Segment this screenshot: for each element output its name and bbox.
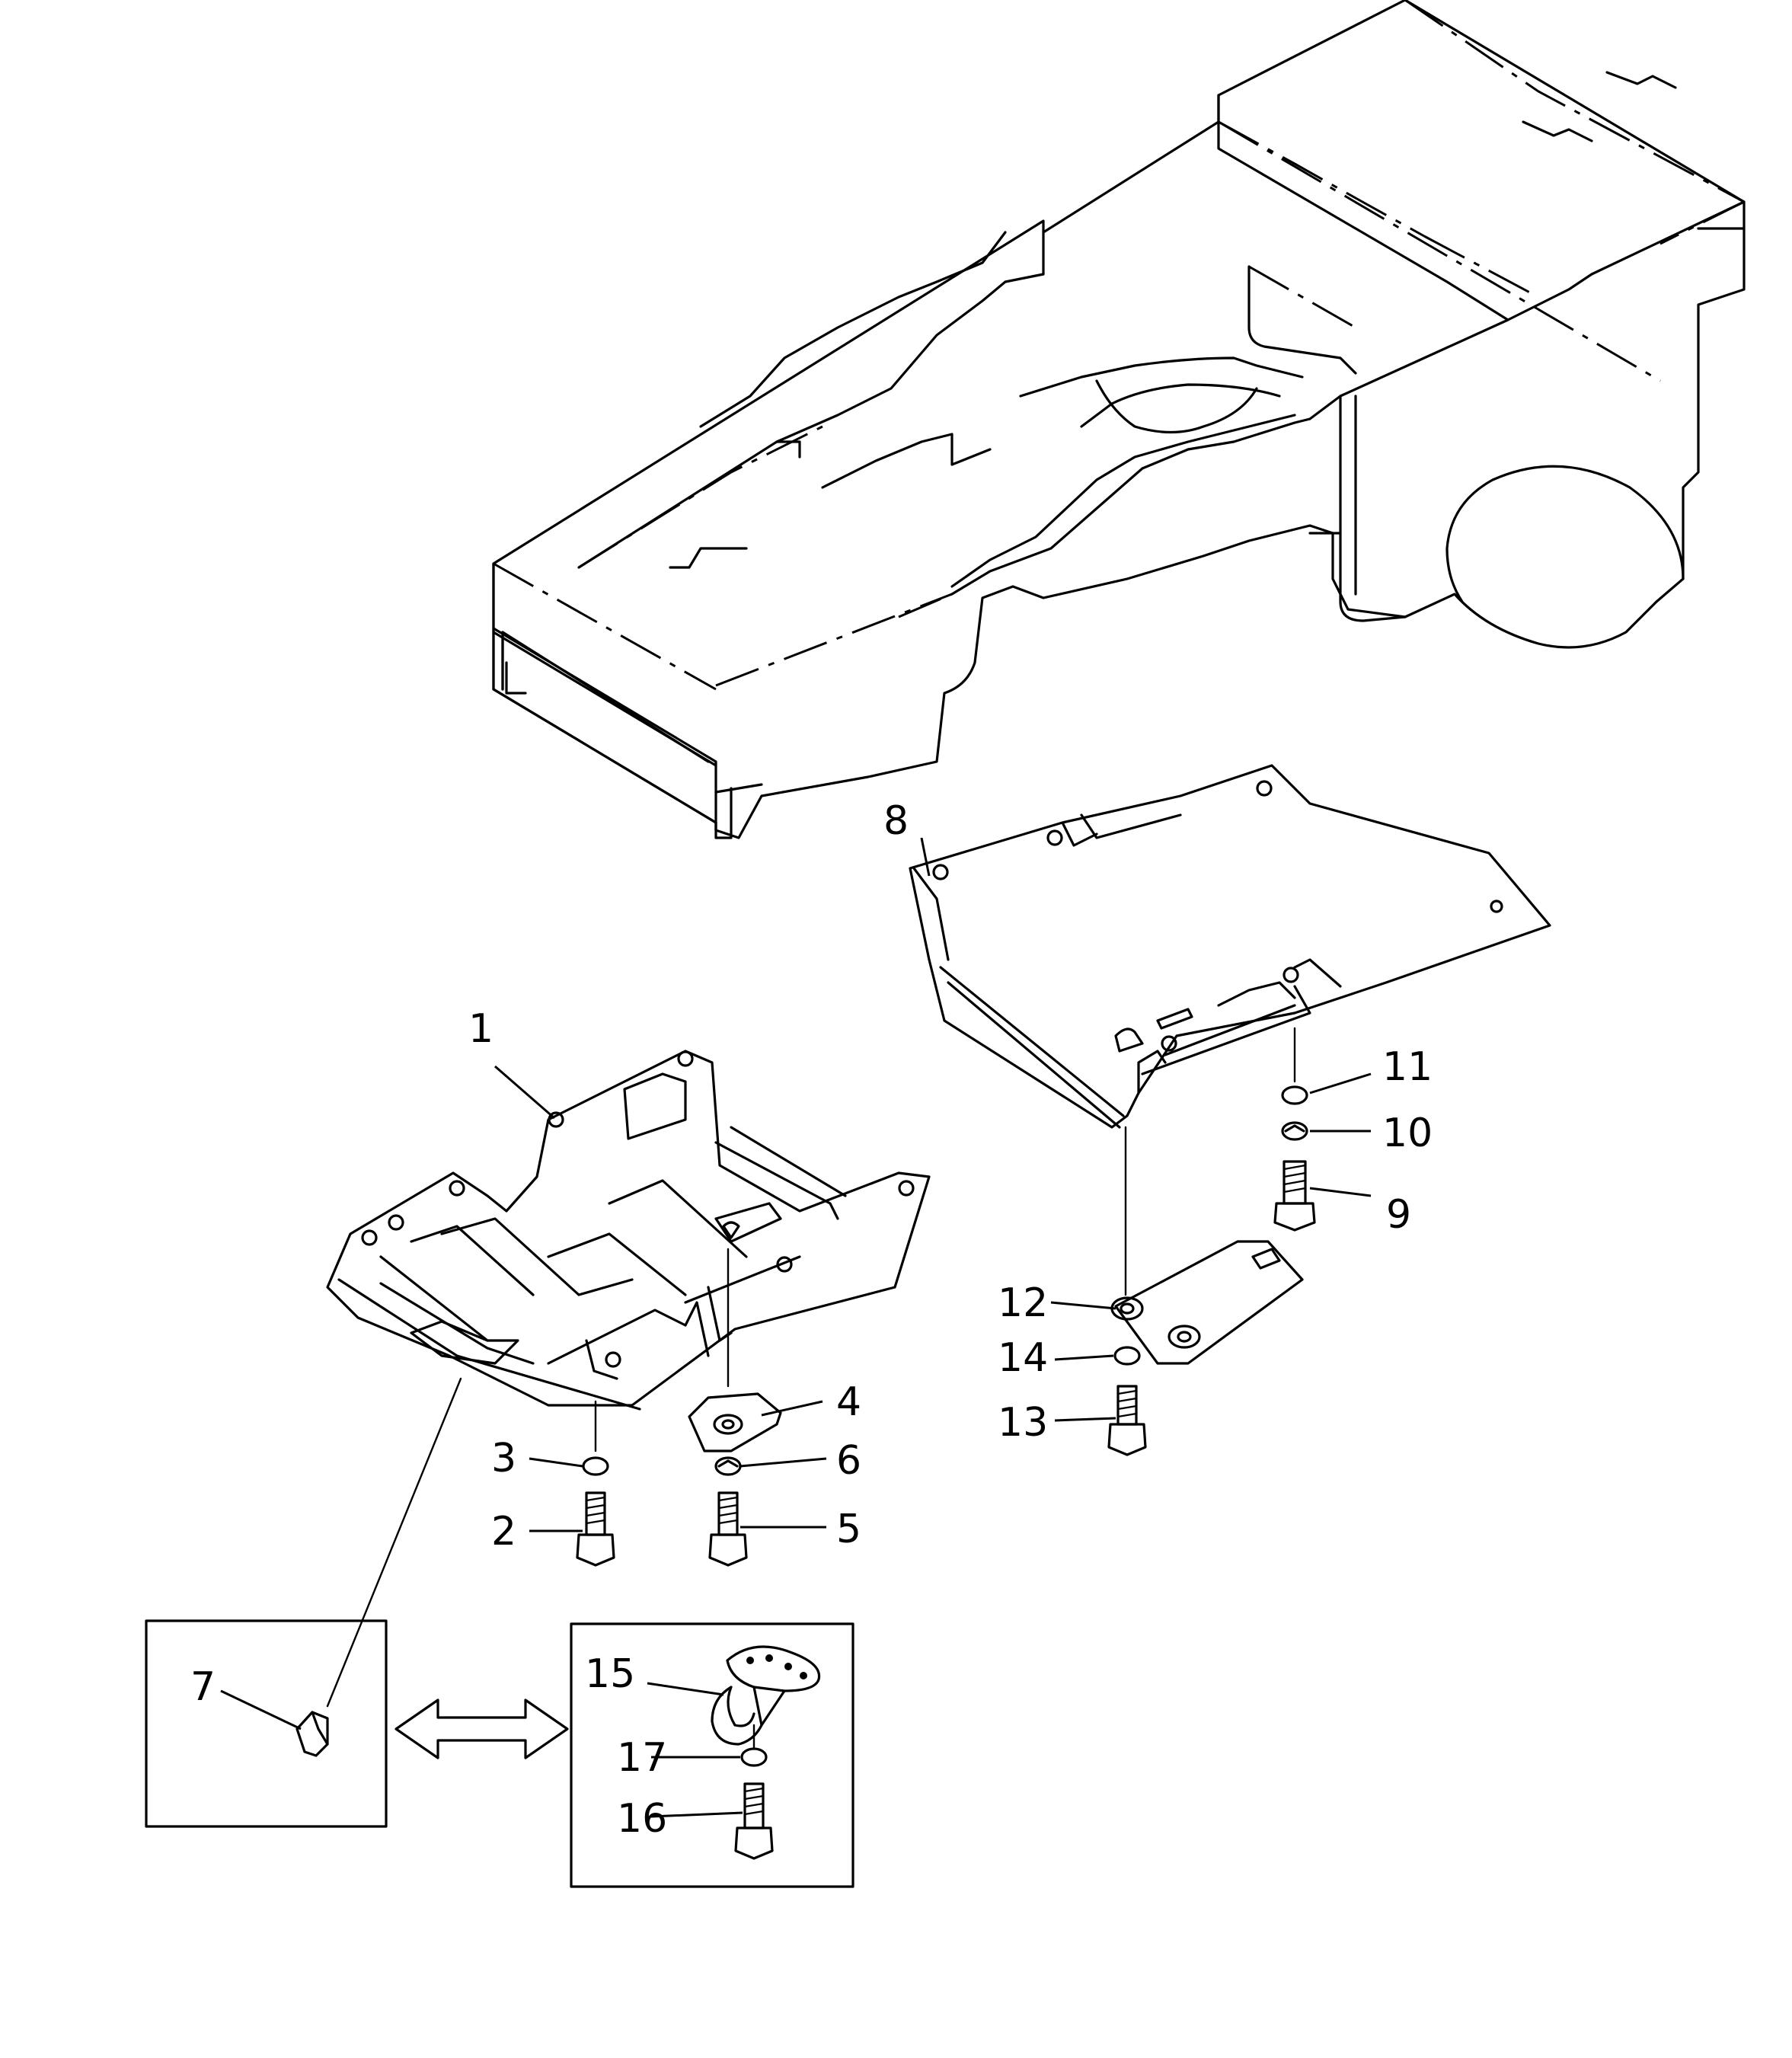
hardware-stack-9-10-11 — [1273, 1027, 1316, 1232]
inset-box-15 — [570, 1622, 854, 1888]
callout-7: 7 — [190, 1664, 216, 1710]
callout-9: 9 — [1386, 1192, 1411, 1238]
guard-part-8 — [909, 764, 1551, 1129]
callout-10: 10 — [1382, 1110, 1433, 1156]
leader-part-1-to-box — [326, 1377, 462, 1708]
plate-part-4 — [688, 1248, 782, 1567]
hardware-stack-2-3 — [576, 1400, 615, 1567]
callout-6: 6 — [836, 1438, 861, 1484]
callout-13: 13 — [998, 1400, 1048, 1446]
main-frame — [492, 0, 1746, 839]
callout-1: 1 — [468, 1006, 494, 1052]
double-arrow — [394, 1698, 569, 1759]
callout-17: 17 — [617, 1735, 667, 1781]
guard-part-1 — [326, 1050, 931, 1411]
callout-16: 16 — [617, 1796, 667, 1842]
callout-3: 3 — [491, 1436, 516, 1481]
inset-box-7 — [145, 1619, 388, 1828]
callout-labels: 1 2 3 4 5 6 7 8 9 10 11 12 13 14 15 16 1… — [190, 798, 1433, 1842]
callout-15: 15 — [585, 1651, 635, 1697]
callout-12: 12 — [998, 1280, 1048, 1326]
plate-part-12 — [1107, 1126, 1304, 1456]
callout-8: 8 — [883, 798, 909, 844]
callout-11: 11 — [1382, 1044, 1433, 1090]
callout-5: 5 — [836, 1507, 861, 1552]
callout-4: 4 — [836, 1379, 861, 1425]
callout-2: 2 — [491, 1509, 516, 1555]
callout-14: 14 — [998, 1335, 1048, 1381]
leader-lines — [220, 837, 1372, 1818]
